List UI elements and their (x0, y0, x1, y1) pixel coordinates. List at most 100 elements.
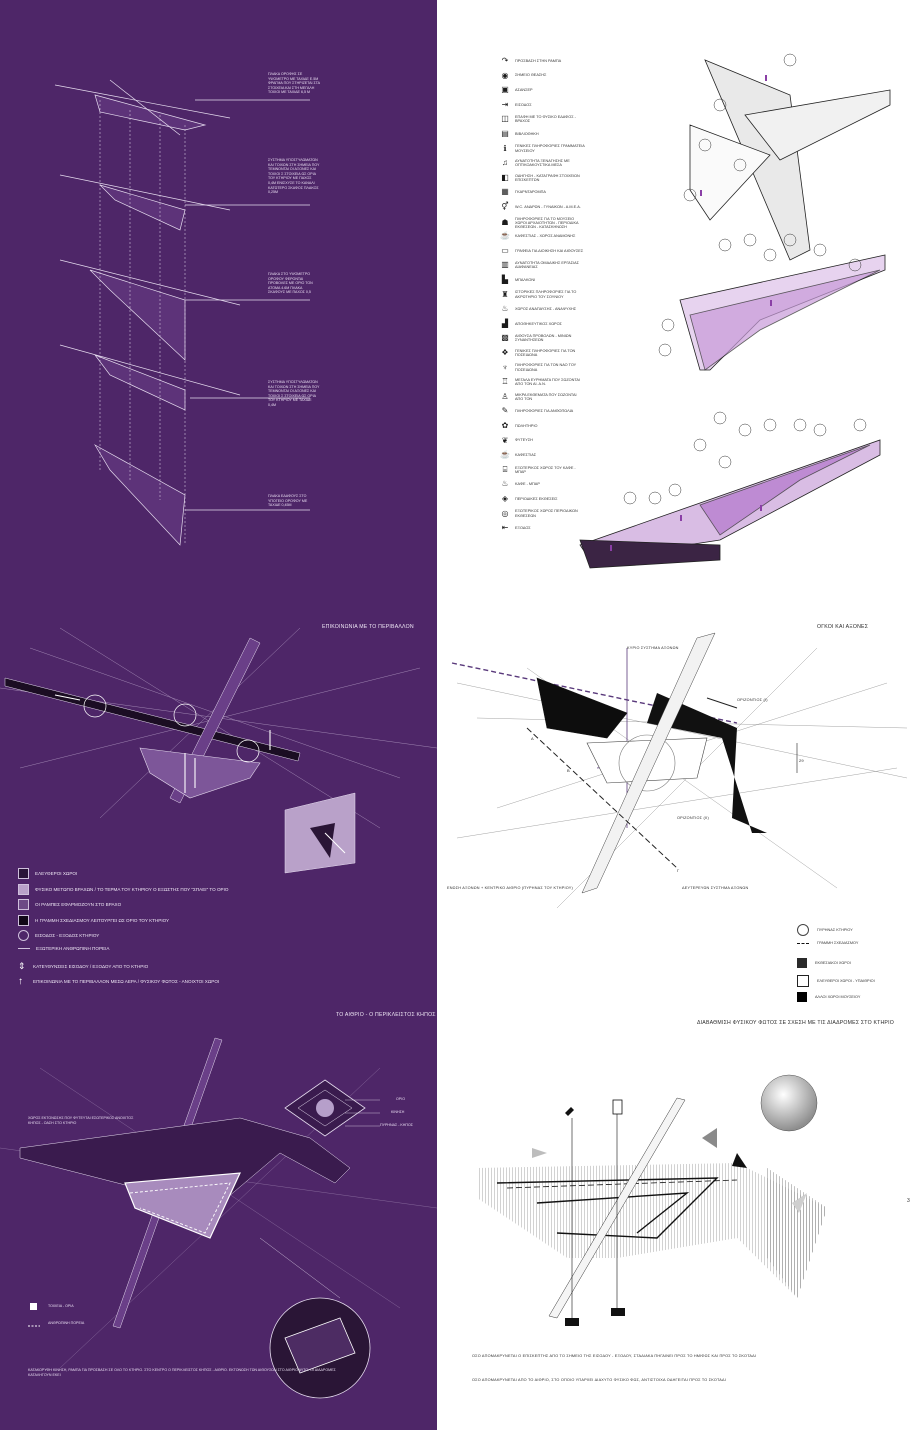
function-legend-icon: ☕ (500, 231, 510, 241)
legend-swatch (797, 992, 807, 1002)
function-legend-item: ☕ ΚΑΦΕΣΤΙΑΣ (500, 450, 536, 460)
function-legend-icon: ☕ (500, 450, 510, 460)
function-legend-icon: ♆ (502, 362, 508, 372)
legend-swatch (797, 924, 809, 936)
function-legend-label: ΓΚΑΡΝΤΑΡΟΜΠΑ (515, 190, 546, 195)
daylight-title: ΔΙΑΒΑΘΜΙΣΗ ΦΥΣΙΚΟΥ ΦΩΤΟΣ ΣΕ ΣΧΕΣΗ ΜΕ ΤΙΣ… (697, 1020, 894, 1026)
function-legend-label: ΦΥΤΕΥΣΗ (515, 438, 533, 443)
function-legend-label: ΜΙΚΡΑ ΕΚΘΕΜΑΤΑ ΠΟΥ ΣΩΖΟΝΤΑΙ ΑΠΟ ΤΟΝ (515, 392, 577, 401)
function-legend-icon: ▩ (501, 333, 509, 343)
function-legend-item: ♙ΜΙΚΡΑ ΕΚΘΕΜΑΤΑ ΠΟΥ ΣΩΖΟΝΤΑΙ ΑΠΟ ΤΟΝ (500, 392, 585, 402)
function-legend-label: ΣΗΜΕΙΟ ΘΕΑΣΗΣ (515, 73, 547, 78)
environment-legend-design-line: Η ΓΡΑΜΜΗ ΣΧΕΔΙΑΣΜΟΥ ΛΕΙΤΟΥΡΓΕΙ ΩΣ ΟΡΙΟ Τ… (18, 914, 169, 926)
function-legend-icon: ▙ (501, 275, 509, 284)
function-legend-icon: ⚥ (501, 202, 509, 211)
label-horizontal-1: ΟΡΙΖΟΝΤΙΟΣ (Ι) (737, 698, 768, 702)
legend-label: ΟΙ ΡΑΜΠΕΣ ΕΦΑΡΜΟΖΟΥΝ ΣΤΟ ΒΡΑΧΟ (35, 902, 122, 908)
function-legend-label: ΓΡΑΦΕΙΑ ΓΙΑ ΔΙΟΙΚΗΣΗ ΚΑΙ ΑΙΘΟΥΣΕΣ (515, 248, 584, 253)
legend-label: ΑΛΛΟΙ ΧΩΡΟΙ ΜΟΥΣΕΙΟΥ (815, 995, 861, 999)
environment-legend-entry-directions: ⇕ΚΑΤΕΥΘΥΝΣΕΙΣ ΕΙΣΟΔΟΥ / ΕΞΟΔΟΥ ΑΠΟ ΤΟ ΚΤ… (18, 961, 149, 971)
label-axis-b: Β (567, 768, 570, 773)
function-legend-item: ⚥ W.C. ΑΝΔΡΩΝ - ΓΥΝΑΙΚΩΝ - Α.Μ.Ε.Α. (500, 202, 581, 212)
functions-drawing (579, 53, 891, 569)
function-legend-label: ΕΞΩΤΕΡΙΚΟΣ ΧΩΡΟΣ ΠΕΡΙΟΔΙΚΩΝ ΕΚΘΕΣΕΩΝ (515, 509, 578, 518)
legend-label: ΠΥΡΗΝΑΣ ΚΤΗΡΙΟΥ (817, 928, 853, 932)
function-legend-icon: ℹ (503, 143, 507, 153)
panel-exploded-structure: ΠΛΑΚΑ ΟΡΟΦΗΣ ΣΕ ΥΨΟΜΕΤΡΟ ΜΕ ΤΑΧΙΔΕ Ε.5m … (0, 0, 437, 588)
function-legend-item: ♖ΜΕΓΑΛΑ ΕΥΡΗΜΑΤΑ ΠΟΥ ΣΩΖΟΝΤΑΙ ΑΠΟ ΤΟΝ ΑΙ… (500, 377, 585, 387)
environment-legend-free-spaces: ΕΛΕΥΘΕΡΟΙ ΧΩΡΟΙ (18, 868, 77, 879)
volumes-legend-item: ΓΡΑΜΜΗ ΣΧΕΔΙΑΣΜΟΥ (797, 941, 858, 945)
volumes-legend-item: ΕΚΘΕΣΙΑΚΟΙ ΧΩΡΟΙ (797, 958, 851, 968)
environment-legend-human-path: ΕΞΩΤΕΡΙΚΗ ΑΝΘΡΩΠΙΝΗ ΠΟΡΕΙΑ (18, 946, 109, 951)
annotation-columns-upper: ΣΥΣΤΗΜΑ ΥΠΟΣΤΥΛΩΜΑΤΩΝ ΚΑΙ ΤΟΙΧΩΝ ΣΤΗ ΣΗΜ… (268, 158, 320, 195)
function-legend-label: ΠΩΛΗΤΗΡΙΟ (515, 423, 538, 428)
function-legend-label: ΠΕΡΙΟΔΙΚΕΣ ΕΚΘΕΣΕΙΣ (515, 496, 558, 501)
daylight-side-mark: 3 (907, 1198, 910, 1204)
function-legend-item: ◉ΣΗΜΕΙΟ ΘΕΑΣΗΣ (500, 71, 547, 81)
legend-label: ΚΑΤΕΥΘΥΝΣΕΙΣ ΕΙΣΟΔΟΥ / ΕΞΟΔΟΥ ΑΠΟ ΤΟ ΚΤΗ… (33, 963, 149, 969)
inset-label-movement: ΚΙΝΗΣΗ (391, 1110, 405, 1114)
legend-label: ΕΞΩΤΕΡΙΚΗ ΑΝΘΡΩΠΙΝΗ ΠΟΡΕΙΑ (36, 946, 110, 951)
function-legend-label: W.C. ΑΝΔΡΩΝ - ΓΥΝΑΙΚΩΝ - Α.Μ.Ε.Α. (515, 204, 581, 209)
legend-swatch (797, 958, 807, 968)
function-legend-item: ▭ΓΡΑΦΕΙΑ ΓΙΑ ΔΙΟΙΚΗΣΗ ΚΑΙ ΑΙΘΟΥΣΕΣ (500, 246, 583, 256)
function-legend-item: ◧ΟΔΗΓΗΣΗ - ΚΑΤΑΓΡΑΦΗ ΣΤΟΙΧΕΙΩΝ ΕΠΙΣΚΕΠΤΩ… (500, 173, 585, 183)
function-legend-icon: ⇤ (501, 523, 509, 533)
legend-swatch (18, 914, 29, 926)
volumes-legend-item: ΠΥΡΗΝΑΣ ΚΤΗΡΙΟΥ (797, 924, 853, 936)
caption-secondary-axes: ΔΕΥΤΕΡΕΥΩΝ ΣΥΣΤΗΜΑ ΑΞΟΝΩΝ (682, 886, 749, 890)
daylight-caption-2: ΟΣΟ ΑΠΟΜΑΚΡΥΝΕΤΑΙ ΑΠΟ ΤΟ ΑΙΘΡΙΟ, ΣΤΟ ΟΠΟ… (472, 1378, 726, 1382)
function-legend-icon: ✎ (501, 406, 509, 416)
legend-swatch: ↑ (18, 976, 23, 988)
function-legend-item: ♨ΚΑΦΕ - ΜΠΑΡ (500, 479, 539, 489)
function-legend-label: ΠΛΗΡΟΦΟΡΙΕΣ ΓΙΑ ΑΝΘΟΠΩΛΙΑ (515, 409, 574, 414)
atrium-note: ΧΩΡΟΣ ΕΚΤΟΝΩΣΗΣ ΠΟΥ ΦΥΤΕΥΤΑΙ ΕΣΩΤΕΡΙΚΟΣ … (28, 1116, 134, 1125)
legend-walls-label: ΤΟΙΧΕΙΑ - ΟΡΙΑ (48, 1304, 74, 1308)
function-legend-icon: ◈ (501, 494, 509, 503)
annotation-roof-slab: ΠΛΑΚΑ ΟΡΟΦΗΣ ΣΕ ΥΨΟΜΕΤΡΟ ΜΕ ΤΑΧΙΔΕ Ε.5m … (268, 72, 320, 95)
function-legend-item: ♜ΙΣΤΟΡΙΚΕΣ ΠΛΗΡΟΦΟΡΙΕΣ ΓΙΑ ΤΟ ΑΚΡΩΤΗΡΙΟ … (500, 290, 585, 300)
function-legend-item: ▟ΑΠΟΘΗΚΕΥΤΙΚΟΣ ΧΩΡΟΣ (500, 319, 562, 329)
annotation-ground-slab: ΠΛΑΚΑ ΕΔΑΦΟΥΣ ΣΤΟ ΥΠΟΓΕΙΟ ΟΡΟΦΟΥ ΜΕ ΤΑΧΙ… (268, 494, 308, 508)
legend-swatch-walls (30, 1303, 37, 1310)
function-legend-item: ☗ΠΛΗΡΟΦΟΡΙΕΣ ΓΙΑ ΤΟ ΜΟΥΣΕΙΟ ΧΩΡΟΙ ΑΡΧΑΙΟ… (500, 217, 585, 230)
environment-legend-air-light: ↑ ΕΠΙΚΟΙΝΩΝΙΑ ΜΕ ΤΟ ΠΕΡΙΒΑΛΛΟΝ ΜΕΣΩ ΑΕΡΑ … (18, 976, 220, 988)
function-legend-label: ΕΞΩΤΕΡΙΚΟΣ ΧΩΡΟΣ ΤΟΥ ΚΑΦΕ - ΜΠΑΡ (515, 465, 576, 474)
function-legend-icon: ◫ (501, 114, 509, 124)
function-legend-label: ΟΔΗΓΗΣΗ - ΚΑΤΑΓΡΑΦΗ ΣΤΟΙΧΕΙΩΝ ΕΠΙΣΚΕΠΤΩΝ (515, 173, 580, 182)
panel-atrium: ΤΟ ΑΙΘΡΙΟ - Ο ΠΕΡΙΚΛΕΙΣΤΟΣ ΚΗΠΟΣ ΧΩΡΟΣ Ε… (0, 1008, 437, 1430)
legend-label: ΕΚΘΕΣΙΑΚΟΙ ΧΩΡΟΙ (815, 961, 851, 965)
function-legend-item: ◎ ΕΞΩΤΕΡΙΚΟΣ ΧΩΡΟΣ ΠΕΡΙΟΔΙΚΩΝ ΕΚΘΕΣΕΩΝ (500, 509, 585, 519)
environment-drawing (0, 627, 437, 874)
function-legend-label: ΜΕΓΑΛΑ ΕΥΡΗΜΑΤΑ ΠΟΥ ΣΩΖΟΝΤΑΙ ΑΠΟ ΤΟΝ ΑΙ.… (515, 377, 580, 387)
panel-environment: ΕΠΙΚΟΙΝΩΝΙΑ ΜΕ ΤΟ ΠΕΡΙΒΑΛΛΟΝ ΕΛΕΥΘΕΡΟΙ Χ… (0, 588, 437, 1008)
function-legend-icon: ⌸ (502, 464, 508, 474)
volumes-drawing (451, 632, 908, 909)
function-legend-label: ΚΑΦΕΣΤΙΑΣ - ΧΩΡΟΣ ΑΝΑΜΟΝΗΣ (515, 234, 576, 239)
volumes-legend-item: ΕΛΕΥΘΕΡΟΙ ΧΩΡΟΙ - ΥΠΑΙΘΡΙΟΙ (797, 975, 875, 987)
legend-label: ΕΛΕΥΘΕΡΟΙ ΧΩΡΟΙ (35, 871, 78, 876)
function-legend-item: ✿ΠΩΛΗΤΗΡΙΟ (500, 421, 538, 431)
legend-label: ΕΠΙΚΟΙΝΩΝΙΑ ΜΕ ΤΟ ΠΕΡΙΒΑΛΛΟΝ ΜΕΣΩ ΑΕΡΑ /… (33, 979, 220, 985)
function-legend-item: ▦ΓΚΑΡΝΤΑΡΟΜΠΑ (500, 187, 546, 197)
panel-functions (437, 0, 915, 588)
function-legend-item: ♫ΔΥΝΑΤΟΤΗΤΑ ΞΕΝΑΓΗΣΗΣ ΜΕ ΟΠΤΙΚΟΑΚΟΥΣΤΙΚΑ… (500, 158, 585, 168)
function-legend-label: ΓΕΝΙΚΕΣ ΠΛΗΡΟΦΟΡΙΕΣ ΓΙΑ ΤΟΝ ΠΟΣΕΙΔΩΝΑ (515, 348, 576, 357)
legend-swatch (797, 942, 809, 944)
volumes-legend-item: ΑΛΛΟΙ ΧΩΡΟΙ ΜΟΥΣΕΙΟΥ (797, 992, 860, 1002)
atrium-title: ΤΟ ΑΙΘΡΙΟ - Ο ΠΕΡΙΚΛΕΙΣΤΟΣ ΚΗΠΟΣ (336, 1012, 436, 1018)
function-legend-item: ↷ΠΡΟΣΒΑΣΗ ΣΤΗΝ ΡΑΜΠΑ (500, 56, 562, 66)
function-legend-item: ▤ΒΙΒΛΙΟΘΗΚΗ (500, 129, 538, 139)
function-legend-icon: ♨ (501, 304, 509, 314)
function-legend-item: ☕ ΚΑΦΕΣΤΙΑΣ - ΧΩΡΟΣ ΑΝΑΜΟΝΗΣ (500, 231, 575, 241)
function-legend-label: ΠΡΟΣΒΑΣΗ ΣΤΗΝ ΡΑΜΠΑ (515, 58, 562, 63)
function-legend-item: ▥ΔΥΝΑΤΟΤΗΤΑ ΟΜΑΔΙΚΗΣ ΕΡΓΑΣΙΑΣ ΔΙΑΦΑΝΕΙΑΣ (500, 260, 585, 270)
function-legend-icon: ♜ (501, 289, 509, 299)
function-legend-label: ΑΙΘΟΥΣΑ ΠΡΟΒΟΛΩΝ - ΜΙΝΙΩΝ ΣΥΝΑΝΤΗΣΕΩΝ (515, 334, 572, 343)
function-legend-icon: ◎ (501, 508, 509, 518)
legend-swatch (18, 899, 29, 911)
function-legend-label: ΑΣΑΝΣΕΡ (515, 88, 533, 93)
function-legend-label: ΚΑΦΕΣΤΙΑΣ (515, 453, 537, 458)
